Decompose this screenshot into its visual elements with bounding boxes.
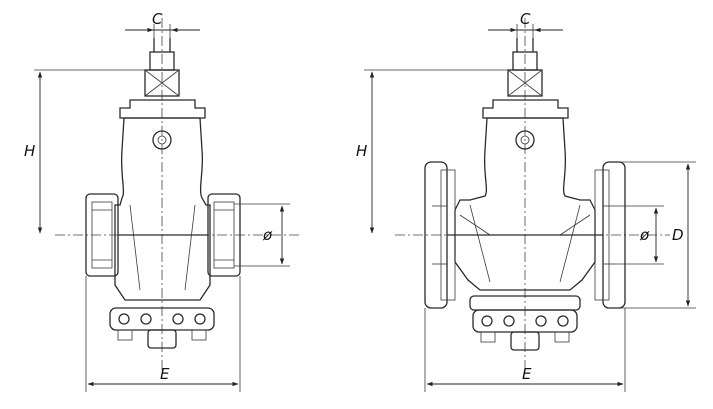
left-dimension-diameter: ø (234, 203, 290, 267)
left-label-diameter: ø (262, 226, 273, 244)
right-stem-gland (507, 38, 543, 97)
right-label-d: D (672, 226, 684, 244)
right-dimension-h: H (356, 69, 508, 234)
right-label-h: H (356, 142, 367, 160)
left-dimension-e: E (85, 276, 241, 392)
right-label-diameter: ø (639, 226, 650, 244)
left-label-e: E (160, 365, 170, 383)
right-dimension-d: D (620, 161, 696, 309)
right-lube-fitting (515, 130, 535, 150)
left-valve-view: C H ø E (24, 10, 300, 392)
left-bottom-cover (109, 307, 215, 349)
left-valve-body (114, 117, 211, 301)
right-dimension-e: E (424, 308, 626, 392)
left-dimension-h: H (24, 69, 145, 234)
right-dimension-diameter: ø (618, 205, 664, 265)
left-dimension-c: C (125, 10, 200, 40)
right-bottom-cover (469, 295, 581, 351)
right-body-top (482, 99, 569, 119)
left-body-top (119, 99, 206, 119)
left-label-c: C (152, 10, 163, 28)
left-label-h: H (24, 142, 35, 160)
right-valve-view: C H ø D E (356, 10, 696, 392)
right-dimension-c: C (488, 10, 563, 40)
right-valve-body (454, 117, 596, 291)
right-label-e: E (522, 365, 532, 383)
right-label-c: C (520, 10, 531, 28)
left-stem-gland (144, 38, 180, 97)
left-lube-fitting (152, 130, 172, 150)
